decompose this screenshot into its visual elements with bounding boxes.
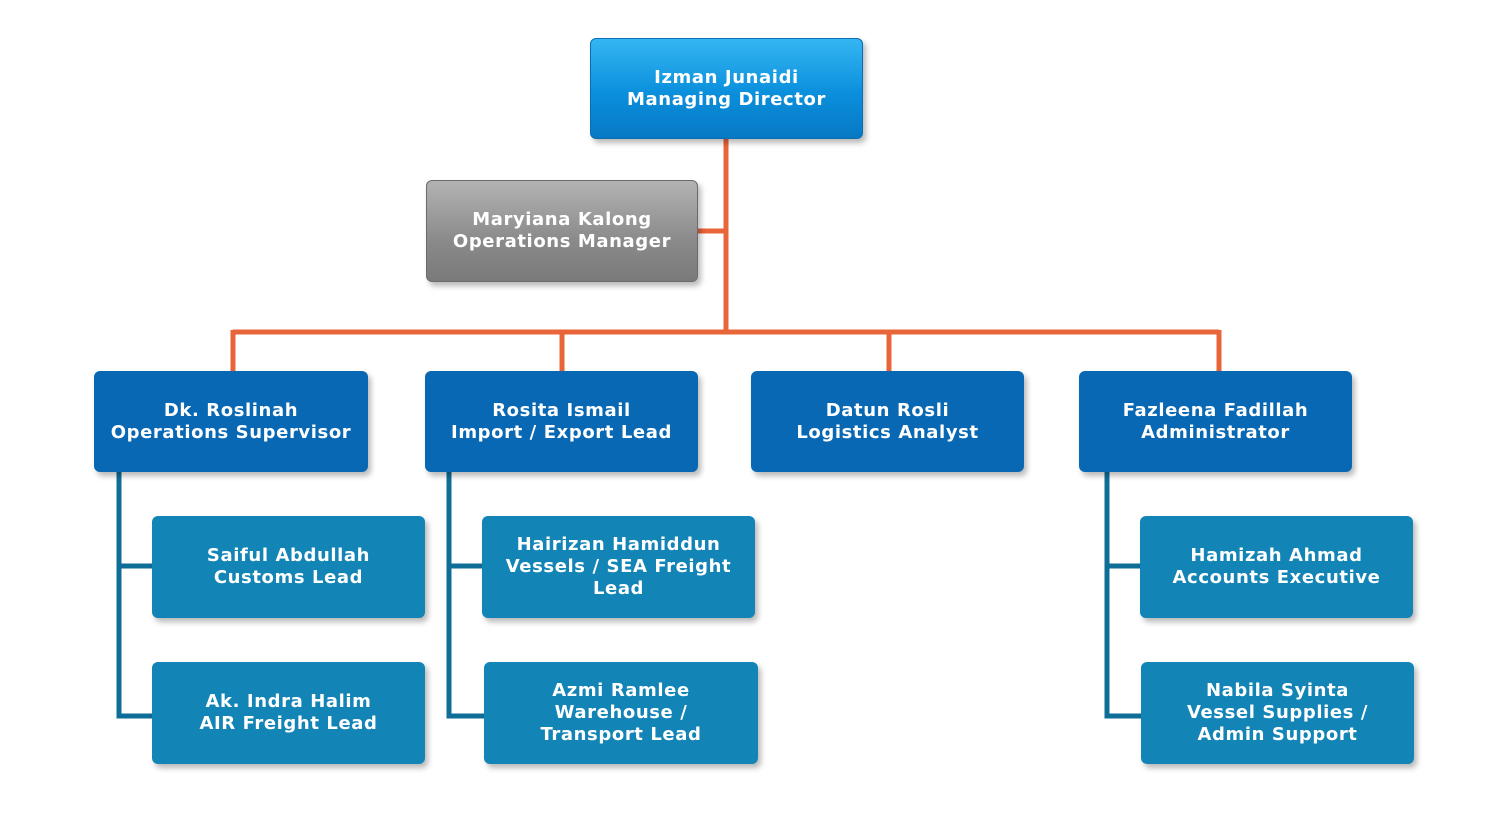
reports-line-4 [1104,472,1142,719]
node-lead-4: Fazleena Fadillah Administrator [1079,371,1352,472]
node-title: Operations Manager [452,231,672,252]
node-name: Izman Junaidi [654,66,799,88]
node-title: Vessels / SEA Freight Lead [505,556,732,599]
node-title: Accounts Executive [1172,567,1381,588]
node-name: Saiful Abdullah [206,545,371,566]
node-report-4-2: Nabila Syinta Vessel Supplies / Admin Su… [1141,662,1414,764]
node-title: Operations Supervisor [110,421,352,443]
node-report-1-1: Saiful Abdullah Customs Lead [152,516,425,618]
node-title: Administrator [1141,421,1290,443]
node-title: Customs Lead [213,567,364,588]
node-name: Fazleena Fadillah [1122,399,1309,421]
node-operations-manager: Maryiana Kalong Operations Manager [426,180,698,282]
node-report-4-1: Hamizah Ahmad Accounts Executive [1140,516,1413,618]
node-name: Rosita Ismail [492,399,631,421]
node-name: Hairizan Hamiddun [516,534,721,555]
node-lead-1: Dk. Roslinah Operations Supervisor [94,371,368,472]
node-name: Azmi Ramlee [552,680,690,701]
node-title: Import / Export Lead [451,421,672,443]
node-name: Maryiana Kalong [472,209,652,230]
node-name: Datun Rosli [825,399,950,421]
node-lead-3: Datun Rosli Logistics Analyst [751,371,1024,472]
orange-connectors [230,138,1222,372]
node-name: Ak. Indra Halim [205,691,372,712]
node-director: Izman Junaidi Managing Director [590,38,863,139]
node-name: Dk. Roslinah [163,399,299,421]
teal-connectors [116,472,1142,719]
node-lead-2: Rosita Ismail Import / Export Lead [425,371,698,472]
node-title: Vessel Supplies / Admin Support [1186,702,1369,745]
node-report-2-2: Azmi Ramlee Warehouse / Transport Lead [484,662,758,764]
node-title: Logistics Analyst [796,421,979,443]
reports-line-2 [446,472,486,719]
node-title: AIR Freight Lead [199,713,378,734]
node-name: Nabila Syinta [1205,680,1350,701]
node-title: Warehouse / Transport Lead [540,702,702,745]
node-name: Hamizah Ahmad [1190,545,1363,566]
reports-line-1 [116,472,154,719]
node-report-2-1: Hairizan Hamiddun Vessels / SEA Freight … [482,516,755,618]
node-report-1-2: Ak. Indra Halim AIR Freight Lead [152,662,425,764]
node-title: Managing Director [627,88,826,110]
